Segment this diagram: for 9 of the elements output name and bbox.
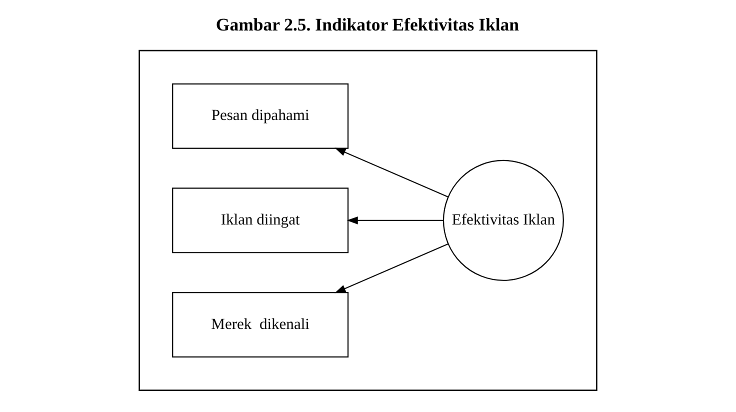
node-box: Pesan dipahami: [172, 83, 349, 149]
arrow: [334, 243, 448, 294]
node-box: Iklan diingat: [172, 188, 349, 254]
node-circle: Efektivitas Iklan: [442, 160, 564, 281]
node-box: Merek dikenali: [172, 292, 349, 358]
cluster: [138, 50, 598, 391]
arrow: [334, 148, 448, 198]
diagram-title: Gambar 2.5. Indikator Efektivitas Iklan: [216, 14, 520, 34]
arrow: [346, 216, 444, 224]
